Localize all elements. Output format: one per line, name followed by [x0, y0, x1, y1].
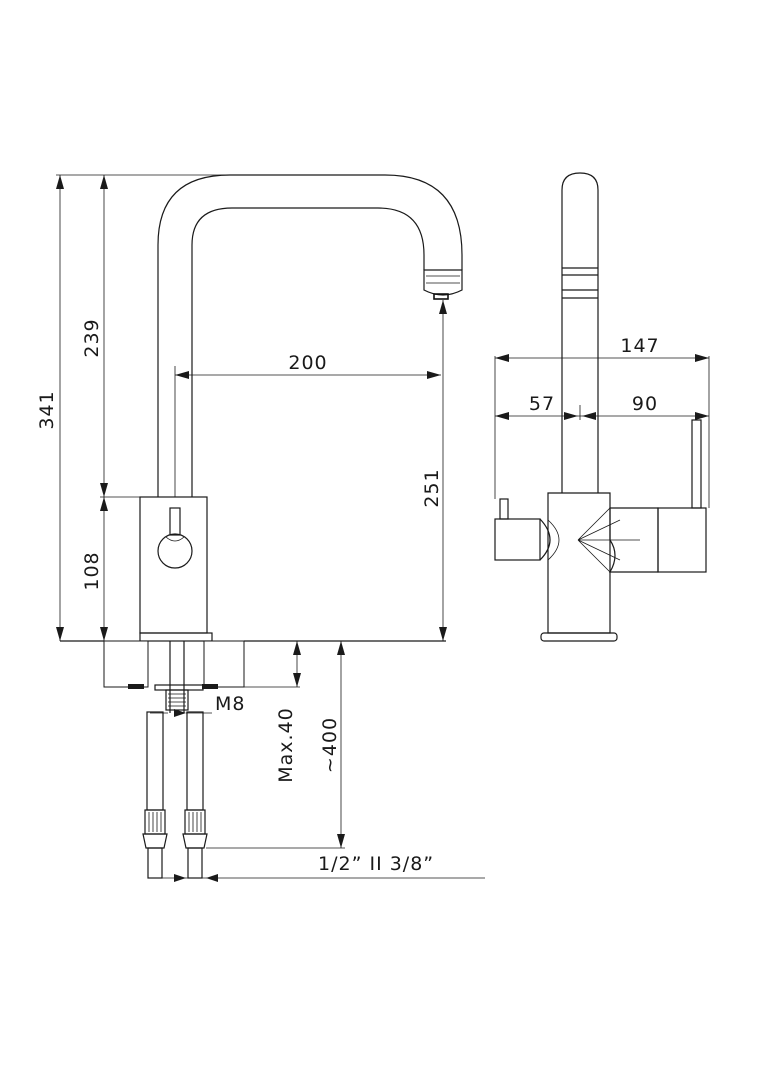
dim-total-height: 341 — [36, 390, 58, 429]
spout-outer — [157, 174, 463, 497]
lever-knob — [157, 533, 193, 569]
faucet-body — [139, 496, 208, 634]
dim-hose-length: ~400 — [319, 717, 341, 773]
spout-inner — [191, 207, 425, 497]
side-right-lever-stem — [691, 419, 702, 509]
washer-left — [128, 684, 144, 689]
lever-stem — [169, 507, 181, 536]
dim-thread: M8 — [215, 693, 245, 715]
washer-right — [202, 684, 218, 689]
dim-right-offset: 90 — [632, 393, 658, 415]
side-base — [540, 632, 618, 642]
dim-spout-height: 239 — [81, 318, 103, 357]
worktop-right — [203, 640, 245, 688]
dim-connection: 1/2” II 3/8” — [318, 853, 434, 875]
dim-left-offset: 57 — [529, 393, 555, 415]
side-left-handle — [494, 518, 541, 561]
side-right-lever-body — [608, 507, 659, 573]
dim-overall-width: 147 — [620, 335, 659, 357]
mounting-nut — [165, 689, 189, 711]
hose-fittings — [142, 809, 208, 879]
hose-right — [186, 711, 204, 811]
base-plate — [139, 632, 213, 642]
dim-reach: 200 — [288, 352, 327, 374]
front-view: 341 239 108 200 251 M8 Max.40 ~400 1/2” … — [36, 174, 485, 882]
dim-max-thickness: Max.40 — [275, 707, 297, 783]
hose-left — [146, 711, 164, 811]
dim-outlet-height: 251 — [421, 468, 443, 507]
dim-body-height: 108 — [81, 551, 103, 590]
spout-tip — [423, 269, 463, 296]
side-spout — [561, 172, 599, 493]
side-left-lever — [499, 498, 509, 520]
worktop-left — [103, 640, 149, 688]
side-view: 147 57 90 — [494, 172, 710, 642]
